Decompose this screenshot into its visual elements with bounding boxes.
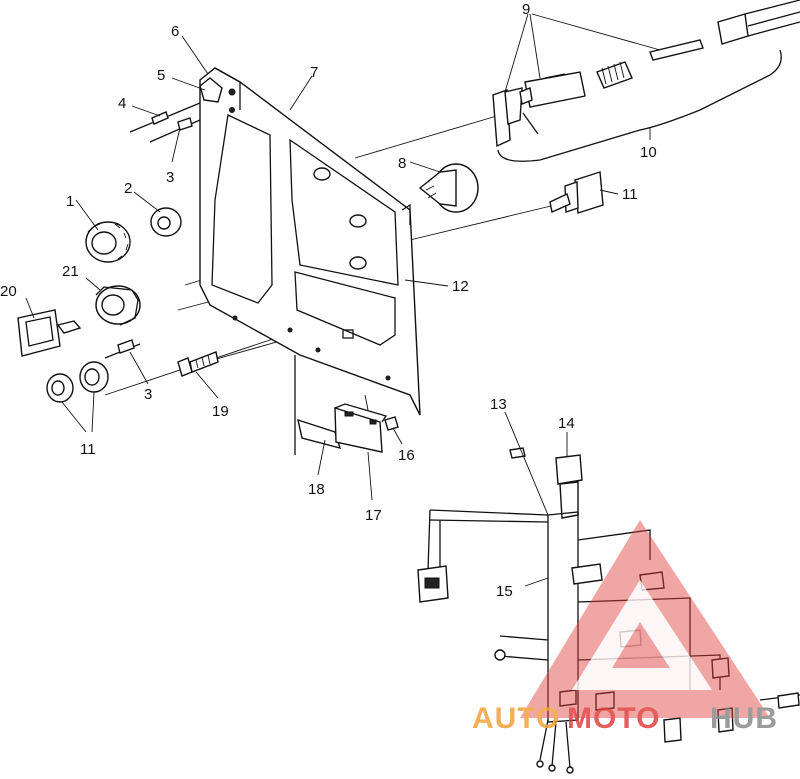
- toggle-switch-11: [549, 171, 604, 214]
- callout-11-left: 11: [80, 441, 96, 458]
- screw-3-lower: [104, 339, 141, 359]
- callout-16: 16: [398, 447, 415, 464]
- watermark-text-hub: HUB: [710, 702, 778, 735]
- key-20: [17, 309, 82, 357]
- dash-panel: [199, 67, 421, 416]
- automotohub-watermark: AUTO MOTO HUB: [472, 520, 778, 735]
- callout-9: 9: [522, 1, 530, 18]
- callout-14: 14: [558, 415, 575, 432]
- watermark-text-auto: AUTO: [472, 702, 560, 735]
- callout-6: 6: [171, 23, 179, 40]
- callout-12: 12: [452, 278, 469, 295]
- leader-lines: [25, 13, 661, 587]
- wiring-harness: [417, 447, 800, 774]
- screw-4: [129, 102, 201, 133]
- watermark-text-moto: MOTO: [567, 702, 660, 735]
- callout-3-lower: 3: [144, 386, 152, 403]
- nut-1: [85, 221, 131, 263]
- callout-21: 21: [62, 263, 79, 280]
- callout-19: 19: [212, 403, 229, 420]
- callout-17: 17: [365, 507, 382, 524]
- bezel-11-left: [46, 361, 109, 403]
- callout-labels: 1 2 3 4 5 6 7 8 9 10 11 12 20 21 3 11 19…: [0, 1, 657, 600]
- gauge-8: [418, 163, 479, 213]
- ring-nut-21: [95, 285, 141, 326]
- bolt-19: [177, 351, 219, 377]
- bracket-17-18: [294, 355, 399, 455]
- watermark-triangle-logo: [520, 520, 770, 718]
- callout-18: 18: [308, 481, 325, 498]
- callout-20: 20: [0, 283, 17, 300]
- callout-3-top: 3: [166, 169, 174, 186]
- callout-11-right: 11: [622, 186, 638, 203]
- callout-1: 1: [66, 193, 74, 210]
- callout-7: 7: [310, 64, 318, 81]
- callout-4: 4: [118, 95, 126, 112]
- callout-15: 15: [496, 583, 513, 600]
- callout-2: 2: [124, 180, 132, 197]
- callout-10: 10: [640, 144, 657, 161]
- callout-5: 5: [157, 67, 165, 84]
- callout-8: 8: [398, 155, 406, 172]
- screw-3-top: [149, 117, 201, 143]
- washer-2: [150, 207, 182, 237]
- switch-assembly-9: [492, 0, 800, 162]
- callout-13: 13: [490, 396, 507, 413]
